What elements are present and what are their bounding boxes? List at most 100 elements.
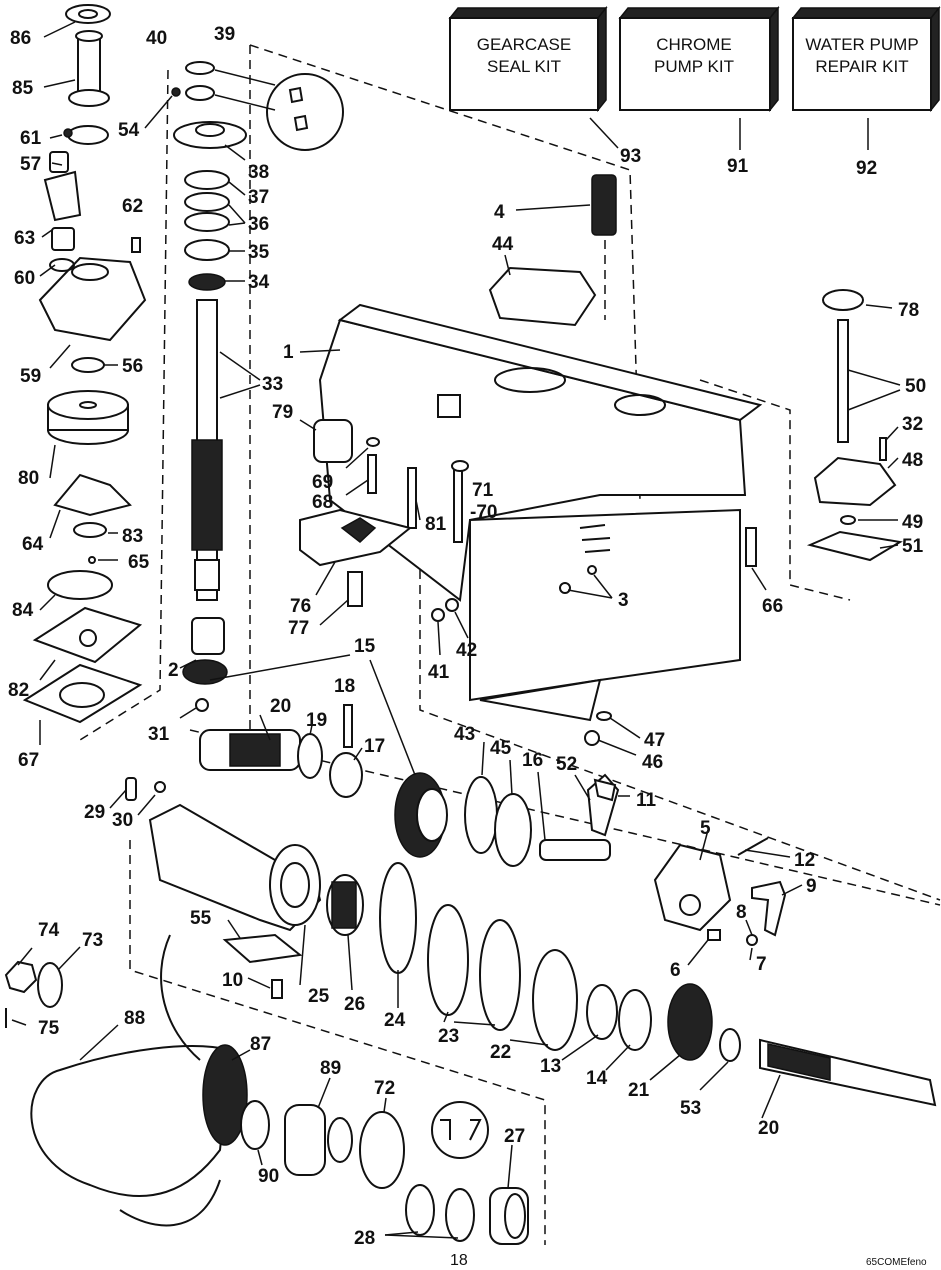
part-14-bearing (618, 989, 652, 1051)
part-51-gasket (806, 530, 903, 562)
part-22-plate (532, 949, 578, 1051)
part-27-bearing (489, 1187, 529, 1245)
page-number: 18 (450, 1252, 468, 1269)
callout-67: 67 (18, 750, 39, 771)
part-28-seal-a (405, 1184, 435, 1236)
part-82-plate (32, 606, 143, 664)
callout-12: 12 (794, 850, 815, 871)
part-28-seal-b (445, 1188, 475, 1242)
leader-lines (11, 21, 901, 1239)
part-50-shift-rod (837, 319, 849, 443)
callout-77: 77 (288, 618, 309, 639)
chrome-pump-kit-box: CHROME PUMP KIT (618, 5, 780, 113)
part-56-oring (71, 357, 105, 373)
part-80-impeller (47, 390, 129, 445)
callout-73: 73 (82, 930, 103, 951)
part-19-ring (297, 733, 323, 779)
part-79-anode (313, 419, 353, 463)
part-45-thrust-washer (494, 793, 532, 867)
callout-51: 51 (902, 536, 924, 557)
callout-53: 53 (680, 1098, 701, 1119)
callout-16: 16 (522, 750, 543, 771)
callout-33: 33 (262, 374, 283, 395)
part-31-nut (195, 698, 209, 712)
part-55-plate (222, 933, 303, 964)
callout-31: 31 (148, 724, 170, 745)
part-6-pin (707, 929, 721, 941)
callout-66: 66 (762, 596, 783, 617)
callout-92: 92 (856, 158, 877, 179)
part-48-housing (813, 456, 897, 507)
callout-1: 1 (283, 342, 294, 363)
callout-19: 19 (306, 710, 327, 731)
seal-detail-circle (431, 1101, 489, 1159)
part-61-screw (63, 128, 73, 138)
part-81-bolt (407, 467, 417, 529)
callout-5: 5 (700, 818, 711, 839)
part-2-bearing (191, 617, 225, 655)
part-76-trim-tab (299, 508, 413, 567)
callout-70: -70 (470, 502, 497, 523)
part-41-plug (431, 608, 445, 622)
callout-93: 93 (620, 146, 641, 167)
part-85-tube (68, 30, 110, 107)
part-36-seal-a (184, 192, 230, 212)
part-66-bolt (745, 527, 757, 567)
detail-callout-circle (266, 73, 344, 151)
callout-84: 84 (12, 600, 34, 621)
part-89-bushing (284, 1104, 353, 1176)
part-47-washer (596, 711, 612, 721)
callout-46: 46 (642, 752, 663, 773)
part-77-screw (347, 571, 363, 607)
part-57-grommet (49, 125, 109, 173)
callout-61: 61 (20, 128, 42, 149)
part-17-clutch (329, 752, 363, 798)
figure-code: 65COMEfeno (866, 1257, 927, 1268)
part-20-splines (229, 733, 281, 767)
callout-64: 64 (22, 534, 44, 555)
callout-27: 27 (504, 1126, 525, 1147)
callout-52: 52 (556, 754, 577, 775)
callout-9: 9 (806, 876, 817, 897)
part-3-screws (579, 524, 611, 553)
callout-38: 38 (248, 162, 269, 183)
gearcase-kit-line2: SEAL KIT (487, 57, 561, 76)
callout-89: 89 (320, 1058, 341, 1079)
part-33-driveshaft (191, 299, 223, 601)
part-30-washer (154, 781, 166, 793)
part-34-bearing (188, 273, 226, 291)
callout-2: 2 (168, 660, 179, 681)
callout-88: 88 (124, 1008, 145, 1029)
part-78-knob (822, 289, 864, 311)
part-24-oring (379, 862, 417, 974)
part-36-seal-b (184, 212, 230, 232)
part-25-bearing-housing (148, 803, 322, 932)
part-35-bearing (184, 239, 230, 261)
callout-50: 50 (905, 376, 926, 397)
part-63-sleeve (51, 227, 75, 251)
callout-32: 32 (902, 414, 923, 435)
part-70-bolt (453, 469, 463, 543)
part-15-forward-gear (394, 772, 448, 858)
part-40-39-bushing (185, 61, 215, 101)
callout-62: 62 (122, 196, 143, 217)
callout-72: 72 (374, 1078, 395, 1099)
callout-48: 48 (902, 450, 923, 471)
part-4-plug (591, 174, 617, 236)
part-1-gearcase-housing (318, 303, 763, 722)
callout-76: 76 (290, 596, 311, 617)
part-26-bearing (326, 874, 364, 936)
callout-69: 69 (312, 472, 333, 493)
part-74-nut (4, 960, 38, 994)
callout-68: 68 (312, 492, 333, 513)
callout-56: 56 (122, 356, 143, 377)
gearcase-seal-kit-box: GEARCASE SEAL KIT (448, 5, 608, 113)
callout-71: 71 (472, 480, 494, 501)
callout-41: 41 (428, 662, 450, 683)
callout-87: 87 (250, 1034, 271, 1055)
callout-3: 3 (618, 590, 629, 611)
callout-42: 42 (456, 640, 477, 661)
part-62-screw (131, 237, 141, 253)
part-38-retainer (173, 121, 247, 149)
